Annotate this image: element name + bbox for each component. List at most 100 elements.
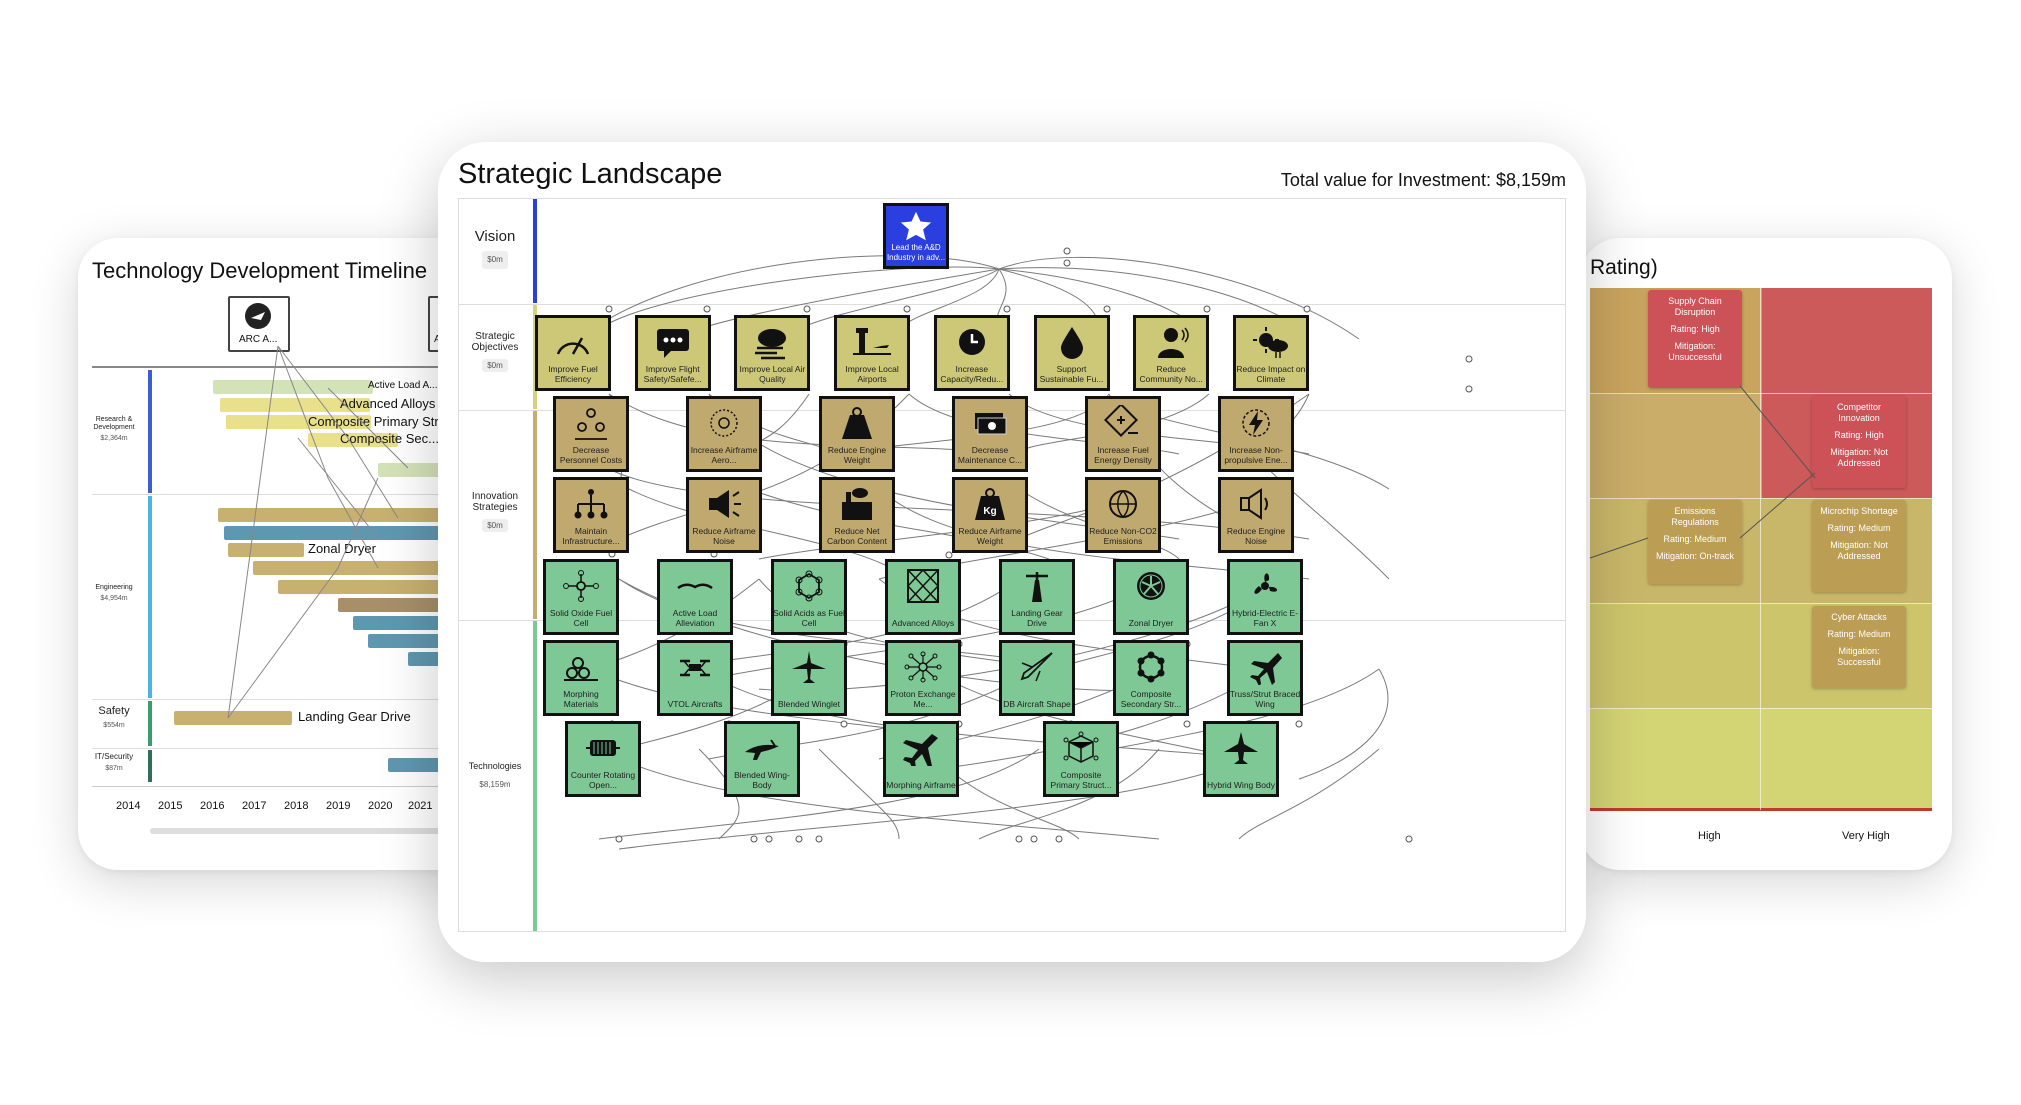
technology-node[interactable]: Counter Rotating Open... [565,721,641,797]
year-2021: 2021 [408,800,433,812]
ring-icon [1137,651,1165,683]
bar-label: Advanced Alloys [340,396,436,411]
technology-node[interactable]: Truss/Strut Braced Wing [1227,640,1303,716]
innovation-node[interactable]: Reduce Net Carbon Content [819,477,895,553]
technology-node[interactable]: Hybrid-Electric E-Fan X [1227,559,1303,635]
bigplane-icon [903,734,938,766]
landscape-grid: Vision$0m Strategic Objectives$0m Innova… [458,198,1566,932]
technology-node[interactable]: Hybrid Wing Body [1203,721,1279,797]
rolls-icon [564,657,598,681]
timeline-bar[interactable] [174,711,292,725]
arc-label: ARC A... [239,334,278,345]
chat-icon [656,329,689,358]
technology-node[interactable]: Zonal Dryer [1113,559,1189,635]
rowlabel-innovation: Innovation Strategies$0m [471,491,519,532]
rowlabel-technologies: Technologies$8,159m [468,761,522,789]
innovation-node[interactable]: Maintain Infrastructure... [553,477,629,553]
timeline-bar[interactable] [213,380,373,394]
landscape-title: Strategic Landscape [458,158,723,190]
technology-node[interactable]: Active Load Alleviation [657,559,733,635]
gauge-icon [556,337,590,355]
star-icon [900,211,932,241]
bar-label: Zonal Dryer [308,541,376,556]
molecule-icon [563,570,599,602]
risk-competitor[interactable]: Competitor Innovation Rating: High Mitig… [1812,396,1906,488]
row-stripe-tech [533,621,537,931]
propeller-icon [1254,573,1278,594]
technology-node[interactable]: Solid Acids as Fuel Cell [771,559,847,635]
kg-icon: Kg [975,488,1005,520]
technology-node[interactable]: Landing Gear Drive [999,559,1075,635]
vision-node[interactable]: Lead the A&D Industry in adv... [883,203,949,269]
year-2014: 2014 [116,800,141,812]
x-label-high: High [1698,830,1721,842]
objective-node[interactable]: Improve Local Air Quality [734,315,811,391]
technology-node[interactable]: Morphing Materials [543,640,619,716]
arc-milestone[interactable]: ARC A... [228,296,290,352]
timeline-scrollbar[interactable] [150,828,530,834]
year-2015: 2015 [158,800,183,812]
bar-label: Landing Gear Drive [298,709,411,724]
rowlabel-eng: Engineering$4,954m [95,584,133,602]
objective-node[interactable]: Improve Local Airports [834,315,911,391]
row-stripe-eng [148,496,152,698]
rowlabel-vision: Vision$0m [465,229,525,269]
technology-node[interactable]: Composite Secondary Str... [1113,640,1189,716]
sun-icon [1252,327,1288,358]
technology-node[interactable]: Blended Wing-Body [724,721,800,797]
innovation-node[interactable]: Decrease Maintenance C... [952,396,1028,472]
technology-node[interactable]: Proton Exchange Me... [885,640,961,716]
objective-node[interactable]: Reduce Impact on Climate [1232,315,1309,391]
rowlabel-rd: Research & Development$2,364m [93,416,135,442]
rowlabel-safety: Safety$554m [98,705,130,730]
speaker2-icon [1240,488,1268,520]
people-icon [575,408,607,440]
bird-icon [677,583,713,590]
technology-node[interactable]: VTOL Aircrafts [657,640,733,716]
objective-node[interactable]: Support Sustainable Fu... [1033,315,1110,391]
objective-node[interactable]: Improve Flight Safety/Safefe... [634,315,711,391]
technology-node[interactable]: Blended Winglet [771,640,847,716]
plane2-icon [1250,653,1282,685]
hybrid-icon [1224,732,1258,764]
innovation-node[interactable]: Increase Airframe Aero... [686,396,762,472]
innovation-node[interactable]: Decrease Personnel Costs [553,396,629,472]
bar-label: Active Load A... [368,380,438,391]
drone-icon [680,659,710,677]
technology-node[interactable]: Solid Oxide Fuel Cell [543,559,619,635]
row-stripe-vision [533,199,537,303]
bolt-icon [1242,409,1270,437]
row-stripe-innovation [533,411,537,619]
row-stripe-safety [148,701,152,746]
objective-node[interactable]: Improve Fuel Efficiency [535,315,611,391]
lattice-icon [906,568,940,604]
innovation-node[interactable]: Increase Fuel Energy Density [1085,396,1161,472]
technology-node[interactable]: Composite Primary Struct... [1043,721,1119,797]
drop-icon [1060,327,1083,359]
bar-label: Composite Primary Str... [308,414,449,429]
risk-microchip[interactable]: Microchip Shortage Rating: Medium Mitiga… [1812,500,1906,592]
technology-node[interactable]: Advanced Alloys [885,559,961,635]
risk-title: Rating) [1590,256,1658,279]
timeline-bar[interactable] [228,543,304,557]
tower-icon [853,328,892,355]
svg-text:Kg: Kg [983,506,996,517]
innovation-node[interactable]: Increase Non-propulsive Ene... [1218,396,1294,472]
innovation-node[interactable]: Reduce Engine Noise [1218,477,1294,553]
weight-icon [842,407,872,439]
landscape-card: Strategic Landscape Total value for Inve… [438,142,1586,962]
risk-emissions[interactable]: Emissions Regulations Rating: Medium Mit… [1648,500,1742,584]
innovation-node[interactable]: Reduce Airframe Noise [686,477,762,553]
risk-cyber[interactable]: Cyber Attacks Rating: Medium Mitigation:… [1812,606,1906,688]
innovation-node[interactable]: Reduce Engine Weight [819,396,895,472]
objective-node[interactable]: Reduce Community No... [1133,315,1210,391]
rowlabel-it: IT/Security$87m [94,752,134,772]
innovation-node[interactable]: Reduce Non-CO2 Emissions [1085,477,1161,553]
risk-supply-chain[interactable]: Supply Chain Disruption Rating: High Mit… [1648,290,1742,388]
tree-icon [574,489,608,519]
jet-icon [1020,652,1053,682]
objective-node[interactable]: Increase Capacity/Redu... [933,315,1010,391]
technology-node[interactable]: DB Aircraft Shape [999,640,1075,716]
technology-node[interactable]: Morphing Airframe [883,721,959,797]
